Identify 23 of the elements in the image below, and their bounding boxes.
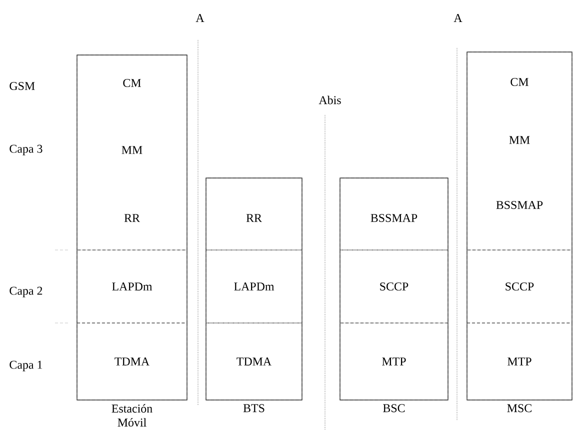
layer-label: Capa 3 [10, 144, 42, 156]
layer-box: CM MM RR [76, 54, 188, 250]
layer-box: SCCP [340, 250, 448, 324]
interface-label: Abis [318, 96, 341, 104]
node-label: BTS [243, 404, 264, 412]
layer-label: Capa 2 [10, 286, 42, 298]
layer-box: MTP [340, 322, 448, 400]
node-label: Estación Móvil [112, 404, 152, 427]
layer-box: TDMA [206, 322, 302, 400]
interface-label: A [196, 14, 204, 22]
layer-label: Capa 1 [10, 360, 42, 372]
layer-box: TDMA [76, 322, 188, 400]
layer-box: SCCP [466, 250, 572, 324]
node-label: MSC [507, 404, 532, 412]
layer-box: LAPDm [206, 250, 302, 324]
layer-box: RR [206, 178, 302, 250]
layer-box: LAPDm [76, 250, 188, 324]
layer-box: MTP [466, 322, 572, 400]
layer-box: BSSMAP [340, 178, 448, 250]
node-label: BSC [383, 404, 405, 412]
layer-label: GSM [10, 82, 35, 90]
layer-box: CM MM BSSMAP [466, 52, 572, 250]
interface-label: A [454, 14, 462, 22]
